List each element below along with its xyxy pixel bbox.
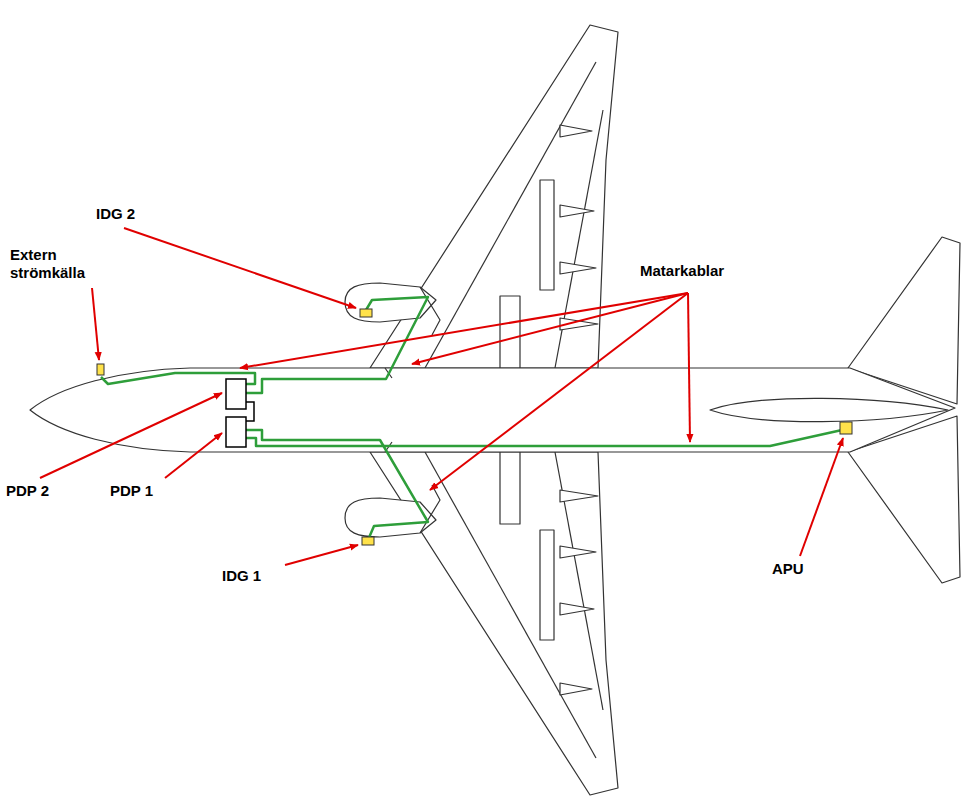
flap-fairing: [560, 262, 596, 274]
wing-root-fairing: [385, 368, 392, 452]
vertical-fin: [710, 398, 948, 421]
flap-fairing: [560, 603, 594, 615]
pdp-tie-cable: [246, 402, 254, 421]
callout-label: IDG 1: [222, 567, 282, 585]
leader-arrow: [240, 293, 688, 368]
pdp-1-panel: [226, 417, 246, 447]
leader-arrow: [412, 293, 688, 364]
leader-arrow: [430, 293, 688, 490]
callout-label: APU: [772, 560, 832, 578]
flap-fairing: [560, 205, 594, 217]
flap-panel: [540, 530, 554, 640]
idg-2-generator: [360, 309, 372, 317]
engine-pylon: [420, 287, 440, 335]
flap-fairing: [560, 546, 596, 558]
leader-arrow: [688, 293, 690, 442]
wing-spar-line: [555, 110, 603, 368]
leader-arrow: [165, 433, 222, 478]
flap-fairing: [560, 683, 592, 695]
callout-label: Matarkablar: [640, 262, 750, 280]
flap-fairing: [560, 490, 598, 502]
flap-panel: [540, 180, 554, 290]
idg-1-generator: [362, 537, 374, 545]
wing-spar-line: [555, 452, 603, 710]
callout-label: Extern strömkälla: [10, 246, 94, 282]
flap-panel: [500, 452, 520, 524]
engine-pylon: [420, 485, 440, 533]
flap-fairing: [560, 125, 592, 137]
fuselage: [30, 368, 955, 452]
feeder-cable: [246, 297, 428, 393]
upper-engine-nacelle: [345, 283, 436, 322]
lower-engine-nacelle: [345, 498, 436, 537]
callout-label: IDG 2: [96, 205, 156, 223]
pdp-2-panel: [226, 379, 246, 409]
leader-arrow: [40, 393, 222, 478]
leader-arrow: [92, 288, 99, 360]
external-power-receptacle: [97, 364, 104, 375]
leader-arrow: [285, 545, 358, 565]
callout-label: PDP 2: [6, 482, 66, 500]
leader-arrow: [124, 228, 356, 308]
feeder-cable: [246, 430, 842, 446]
leader-arrow: [800, 438, 843, 556]
flap-panel: [500, 296, 520, 368]
apu-generator: [840, 422, 852, 434]
callout-label: PDP 1: [110, 482, 170, 500]
